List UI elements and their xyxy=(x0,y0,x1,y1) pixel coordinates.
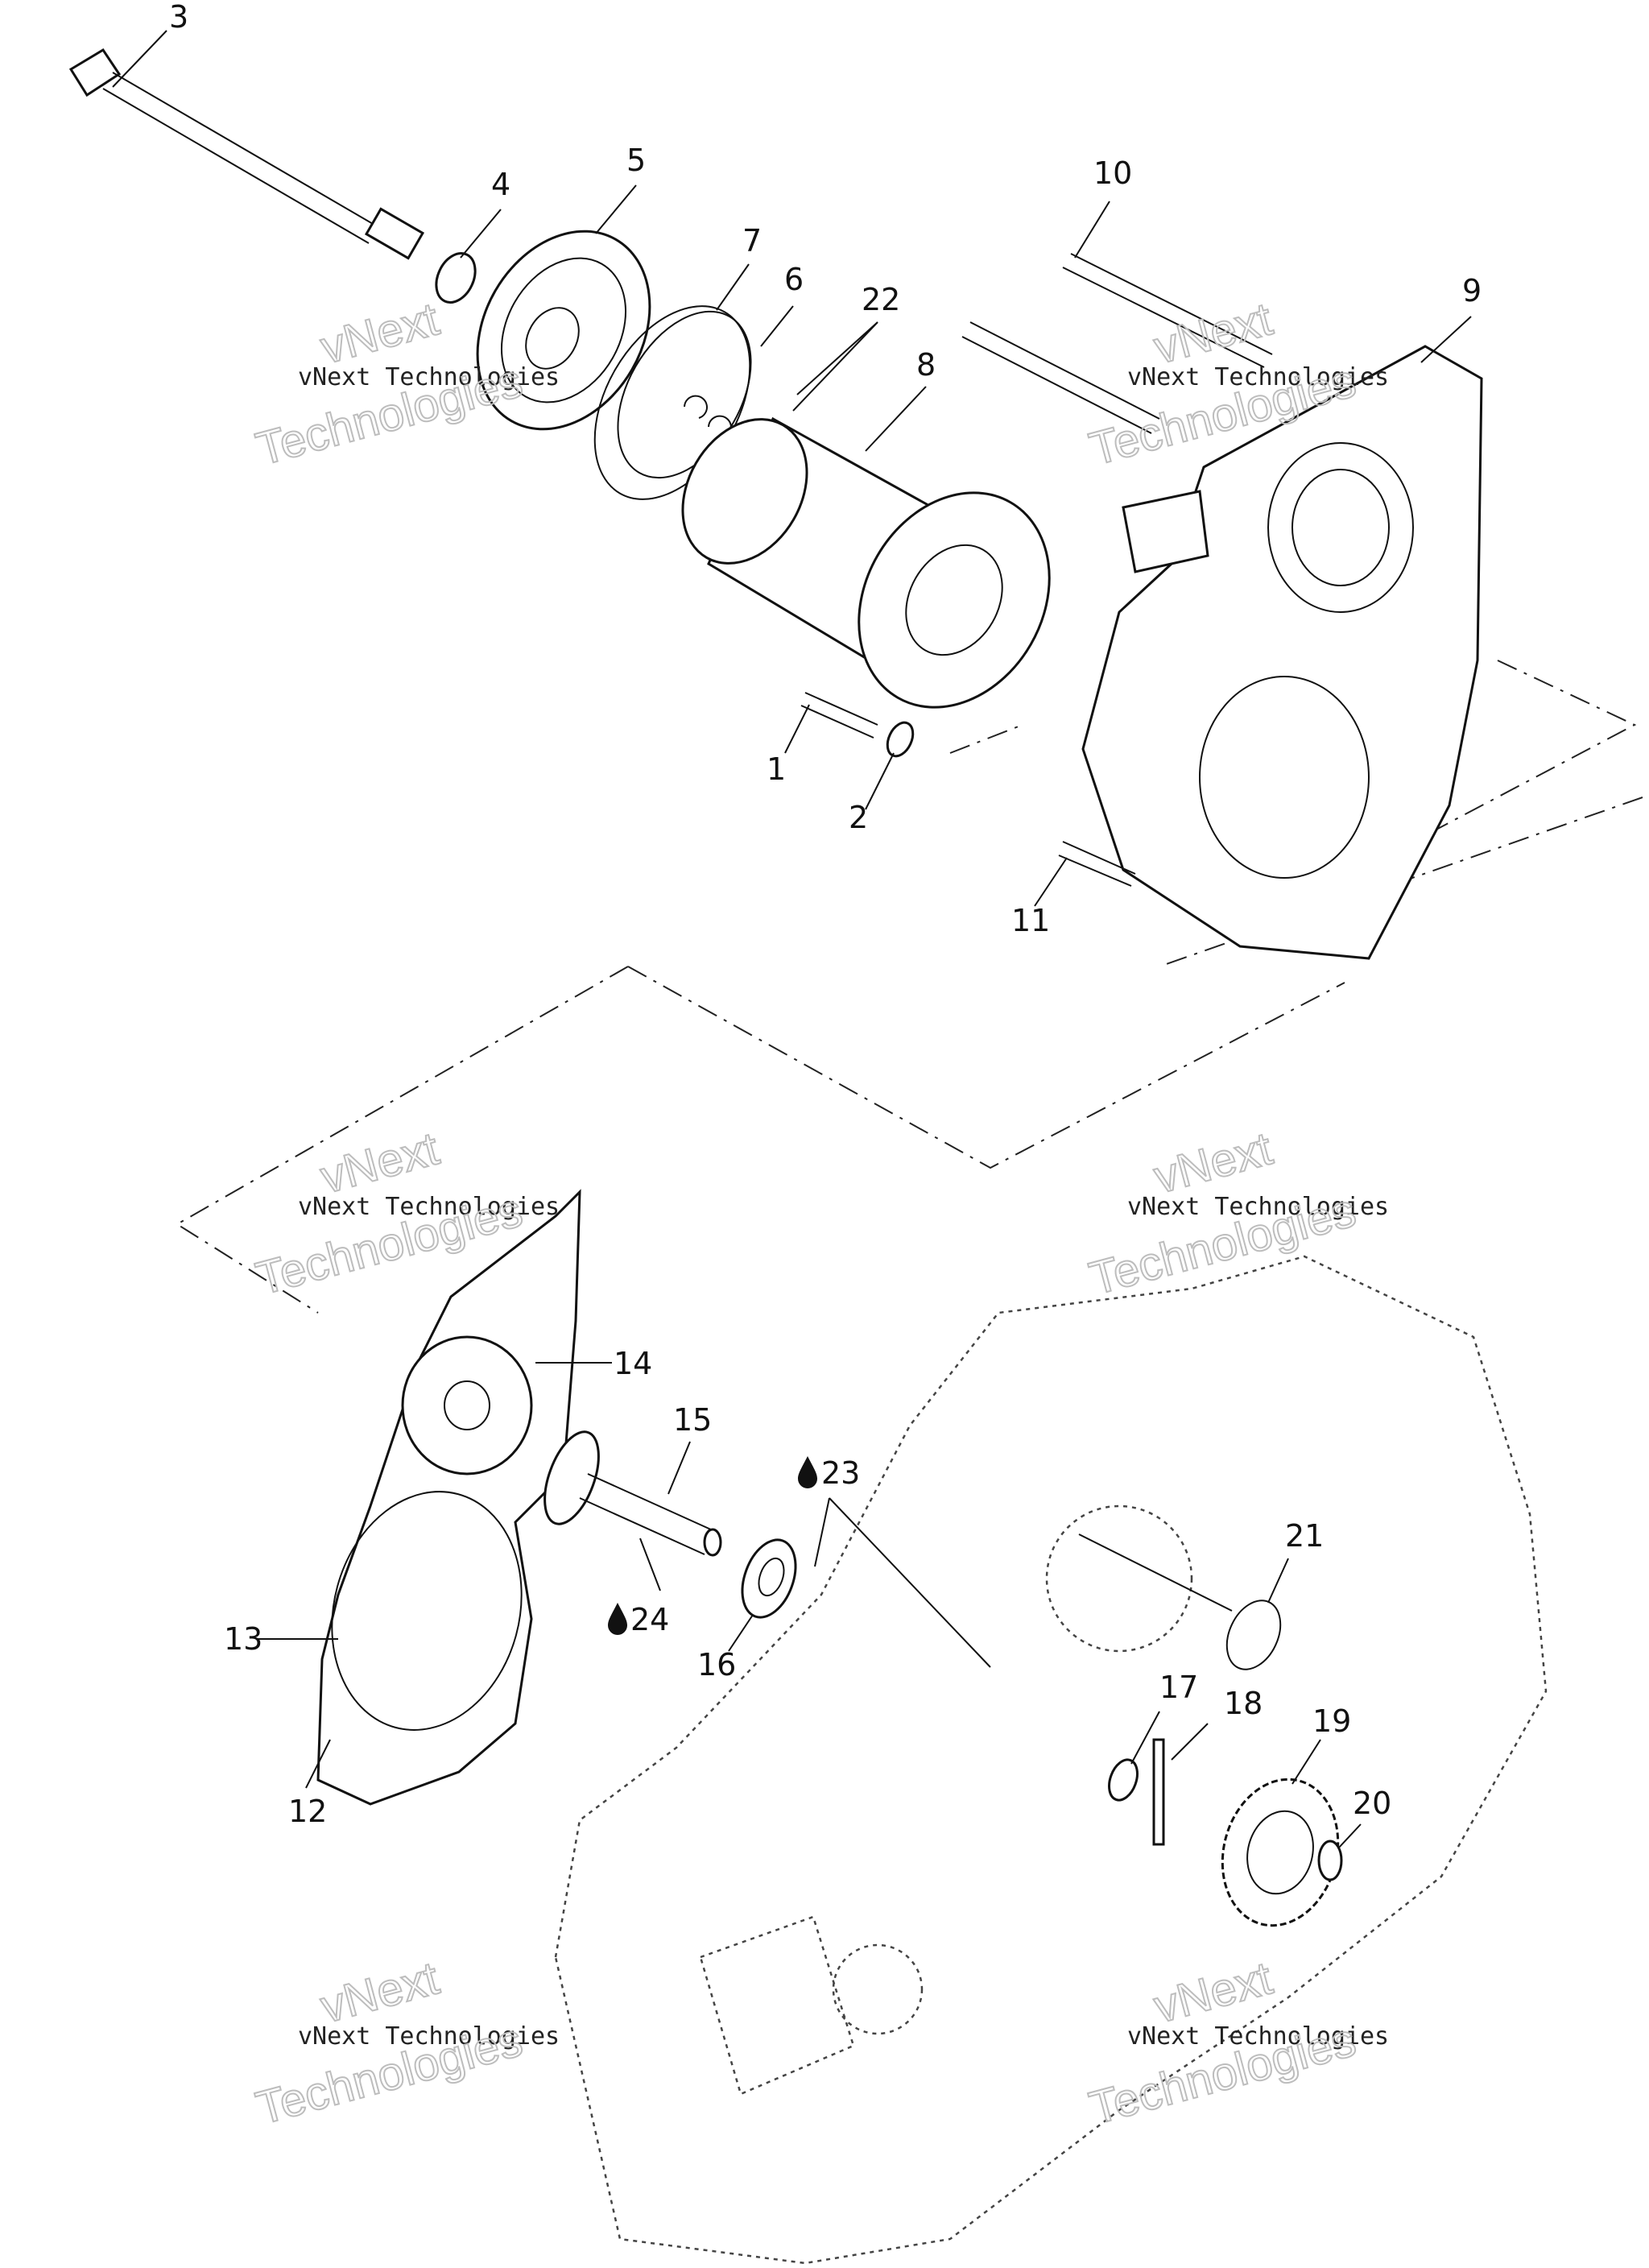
label-19: 19 xyxy=(1312,1703,1351,1739)
pin xyxy=(1152,1738,1165,1846)
label-12: 12 xyxy=(288,1794,327,1829)
svg-text:vNext: vNext xyxy=(1149,1122,1278,1203)
washer-small xyxy=(1108,1758,1139,1802)
label-22: 22 xyxy=(862,282,900,317)
filter-cap xyxy=(476,230,651,431)
cover-bolts-long xyxy=(961,253,1273,434)
pump-shaft xyxy=(543,1430,722,1557)
o-ring-small xyxy=(617,310,752,479)
label-2: 2 xyxy=(849,800,868,835)
label-1: 1 xyxy=(767,751,786,787)
label-24: 24 xyxy=(630,1602,669,1637)
oil-drop-icon xyxy=(608,1603,627,1635)
label-13: 13 xyxy=(224,1621,262,1657)
label-16: 16 xyxy=(697,1647,736,1682)
label-4: 4 xyxy=(491,167,510,202)
label-7: 7 xyxy=(742,223,762,259)
svg-text:vNext Technologies: vNext Technologies xyxy=(298,363,560,391)
label-14: 14 xyxy=(614,1346,652,1381)
oil-filter-element xyxy=(681,416,1051,709)
impeller xyxy=(401,1335,533,1475)
label-17: 17 xyxy=(1159,1670,1198,1705)
label-15: 15 xyxy=(673,1402,712,1438)
pump-cover xyxy=(1081,345,1483,960)
cover-gasket xyxy=(316,1189,581,1806)
washer xyxy=(435,252,477,304)
label-21: 21 xyxy=(1285,1518,1324,1554)
short-bolt xyxy=(800,692,1136,887)
svg-text:vNext Technologies: vNext Technologies xyxy=(298,1193,560,1221)
oil-seal xyxy=(741,1538,797,1619)
label-8: 8 xyxy=(916,347,936,383)
svg-text:vNext Technologies: vNext Technologies xyxy=(1127,2022,1389,2051)
svg-text:vNext Technologies: vNext Technologies xyxy=(298,2022,560,2051)
label-11: 11 xyxy=(1011,903,1050,938)
circlip xyxy=(1317,1840,1343,1881)
label-23: 23 xyxy=(821,1455,860,1491)
oil-drop-icon xyxy=(798,1456,817,1488)
svg-text:vNext: vNext xyxy=(1149,1951,1278,2033)
svg-text:vNext Technologies: vNext Technologies xyxy=(1127,363,1389,391)
label-20: 20 xyxy=(1353,1786,1391,1821)
long-bolt xyxy=(68,48,425,260)
svg-text:vNext: vNext xyxy=(316,1951,444,2033)
label-9: 9 xyxy=(1462,273,1482,308)
label-3: 3 xyxy=(169,0,188,35)
label-18: 18 xyxy=(1224,1686,1263,1721)
o-ring-bore xyxy=(1225,1600,1282,1670)
leader-lines xyxy=(112,30,1472,1849)
svg-text:vNext: vNext xyxy=(316,292,444,374)
label-10: 10 xyxy=(1093,155,1132,191)
label-5: 5 xyxy=(626,143,646,178)
svg-text:vNext: vNext xyxy=(1149,292,1278,374)
callout-labels: 3 4 5 7 6 22 8 10 9 1 2 11 14 15 23 21 1… xyxy=(169,0,1482,1829)
label-6: 6 xyxy=(784,262,804,297)
svg-text:vNext Technologies: vNext Technologies xyxy=(1127,1193,1389,1221)
o-ring xyxy=(331,1491,523,1731)
